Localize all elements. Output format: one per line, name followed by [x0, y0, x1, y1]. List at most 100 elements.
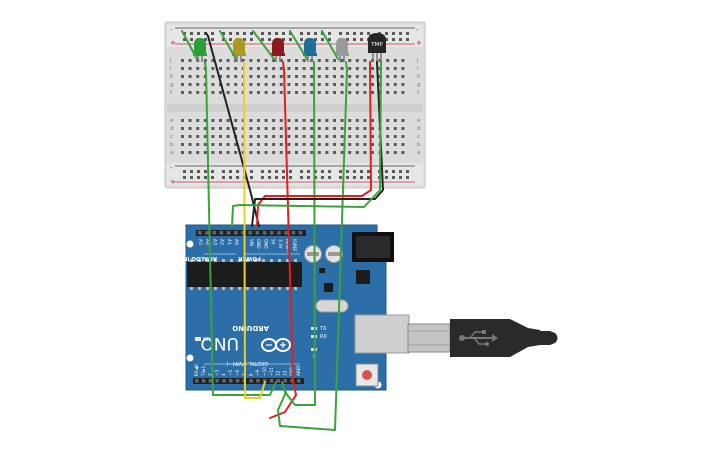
breadboard-hole — [363, 127, 367, 130]
breadboard-hole — [401, 91, 405, 94]
power-pin-label: IOREF — [292, 239, 297, 252]
header-pin — [219, 231, 224, 235]
capacitor-band — [307, 252, 319, 256]
breadboard-hole — [234, 151, 238, 154]
led-body — [194, 38, 206, 54]
breadboard-hole — [268, 176, 271, 179]
led-yellow — [232, 38, 246, 62]
reset-button-cap[interactable] — [362, 370, 372, 380]
rail-minus-label-right: - — [416, 26, 419, 34]
breadboard-hole — [196, 135, 200, 138]
breadboard-hole — [275, 170, 278, 173]
header-pins — [198, 231, 303, 235]
breadboard-hole — [190, 176, 193, 179]
chip-leg — [246, 259, 249, 262]
breadboard-hole — [392, 32, 395, 35]
wire-green — [181, 30, 198, 60]
breadboard-hole — [333, 75, 336, 78]
breadboard-hole — [249, 119, 253, 122]
header-pin — [270, 231, 274, 235]
breadboard-hole — [261, 170, 264, 173]
temperature-sensor: TMP — [368, 33, 386, 62]
breadboard-hole — [302, 75, 306, 78]
chip-leg — [198, 287, 201, 290]
breadboard-hole — [310, 151, 314, 154]
breadboard-hole — [279, 83, 283, 86]
breadboard-hole — [196, 91, 200, 94]
breadboard-hole — [363, 91, 367, 94]
chip-leg — [262, 287, 265, 290]
usb-cable-end — [550, 331, 558, 345]
breadboard-hole — [346, 176, 349, 179]
row-letter: i — [170, 66, 172, 72]
breadboard-hole — [406, 170, 409, 173]
breadboard-hole — [234, 91, 238, 94]
breadboard-hole — [325, 135, 329, 138]
breadboard-hole — [196, 83, 200, 86]
analog-in-label: ANALOG IN — [182, 255, 217, 261]
breadboard-hole — [188, 119, 192, 122]
voltage-regulator — [356, 270, 370, 284]
breadboard-hole — [222, 170, 225, 173]
digital-label: DIGITAL (PWM~) — [226, 360, 268, 366]
breadboard-hole — [226, 75, 230, 78]
led-rim — [271, 53, 285, 56]
breadboard-hole — [401, 75, 405, 78]
breadboard-hole — [279, 67, 283, 70]
breadboard-hole — [355, 67, 359, 70]
breadboard-hole — [393, 151, 397, 154]
analog-pin-label: A1 — [226, 239, 232, 245]
breadboard-hole — [333, 83, 336, 86]
breadboard-hole — [203, 151, 207, 154]
breadboard-hole — [307, 32, 310, 35]
breadboard-hole — [188, 127, 192, 130]
breadboard-hole — [333, 127, 336, 130]
breadboard-hole — [310, 135, 314, 138]
breadboard-hole — [355, 59, 359, 62]
breadboard-hole — [287, 91, 291, 94]
breadboard-hole — [317, 75, 321, 78]
chip-leg — [198, 259, 201, 262]
breadboard-hole — [188, 91, 192, 94]
breadboard-hole — [348, 59, 352, 62]
breadboard-hole — [371, 127, 374, 130]
wire-green — [277, 61, 348, 431]
breadboard-hole — [295, 83, 298, 86]
chip-leg — [294, 287, 297, 290]
led-white — [335, 38, 349, 62]
breadboard-hole — [325, 127, 329, 130]
mounting-hole — [186, 354, 194, 362]
digital-pin-label: 12 — [276, 370, 281, 376]
breadboard-hole — [190, 170, 193, 173]
breadboard-hole — [393, 119, 397, 122]
breadboard-hole — [183, 170, 186, 173]
breadboard-hole — [399, 176, 402, 179]
breadboard-hole — [249, 143, 253, 146]
chip-leg — [222, 259, 225, 262]
breadboard-hole — [257, 91, 260, 94]
breadboard-hole — [196, 67, 200, 70]
wire-green — [289, 30, 308, 60]
breadboard-hole — [328, 38, 331, 41]
breadboard-hole — [360, 170, 363, 173]
led-rim — [303, 53, 317, 56]
breadboard-hole — [401, 59, 405, 62]
arduino-brand: ARDUINO — [232, 324, 269, 332]
breadboard-hole — [340, 91, 344, 94]
header-pin — [255, 231, 260, 235]
breadboard-hole — [363, 143, 367, 146]
breadboard-hole — [346, 170, 349, 173]
breadboard-hole — [295, 75, 298, 78]
header-pin — [195, 379, 199, 383]
breadboard-hole — [250, 176, 253, 179]
rail-plus-label-bottom: + — [170, 178, 176, 186]
chip-leg — [270, 259, 273, 262]
chip-leg — [222, 287, 225, 290]
breadboard-hole — [188, 67, 192, 70]
breadboard-hole — [196, 75, 200, 78]
leds — [193, 38, 349, 62]
analog-pin-label: A4 — [204, 239, 210, 245]
breadboard-hole — [385, 176, 388, 179]
breadboard-hole — [363, 135, 367, 138]
led-rim — [193, 53, 207, 56]
